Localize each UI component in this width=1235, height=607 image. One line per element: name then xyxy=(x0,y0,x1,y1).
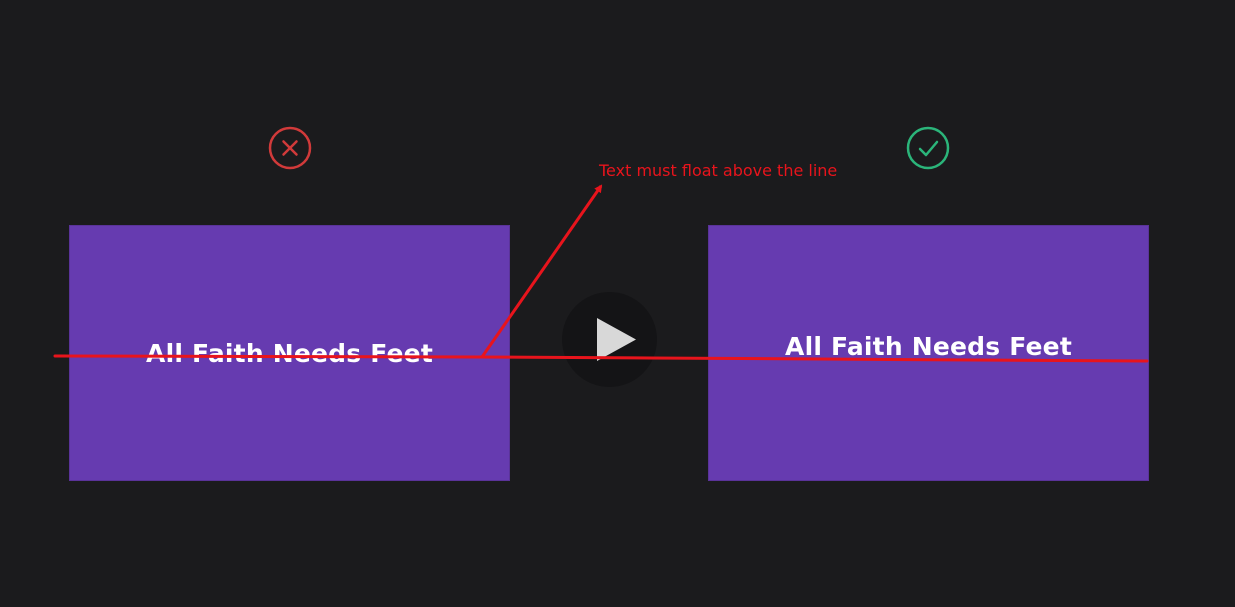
x-circle-icon xyxy=(268,126,312,170)
play-button[interactable] xyxy=(562,292,657,387)
play-icon xyxy=(597,318,636,361)
check-circle-icon xyxy=(906,126,950,170)
slide-title: All Faith Needs Feet xyxy=(785,332,1072,361)
annotation-label: Text must float above the line xyxy=(599,161,838,180)
slide-preview-wrong: All Faith Needs Feet xyxy=(69,225,510,481)
slide-title: All Faith Needs Feet xyxy=(146,339,433,368)
slide-preview-correct: All Faith Needs Feet xyxy=(708,225,1149,481)
